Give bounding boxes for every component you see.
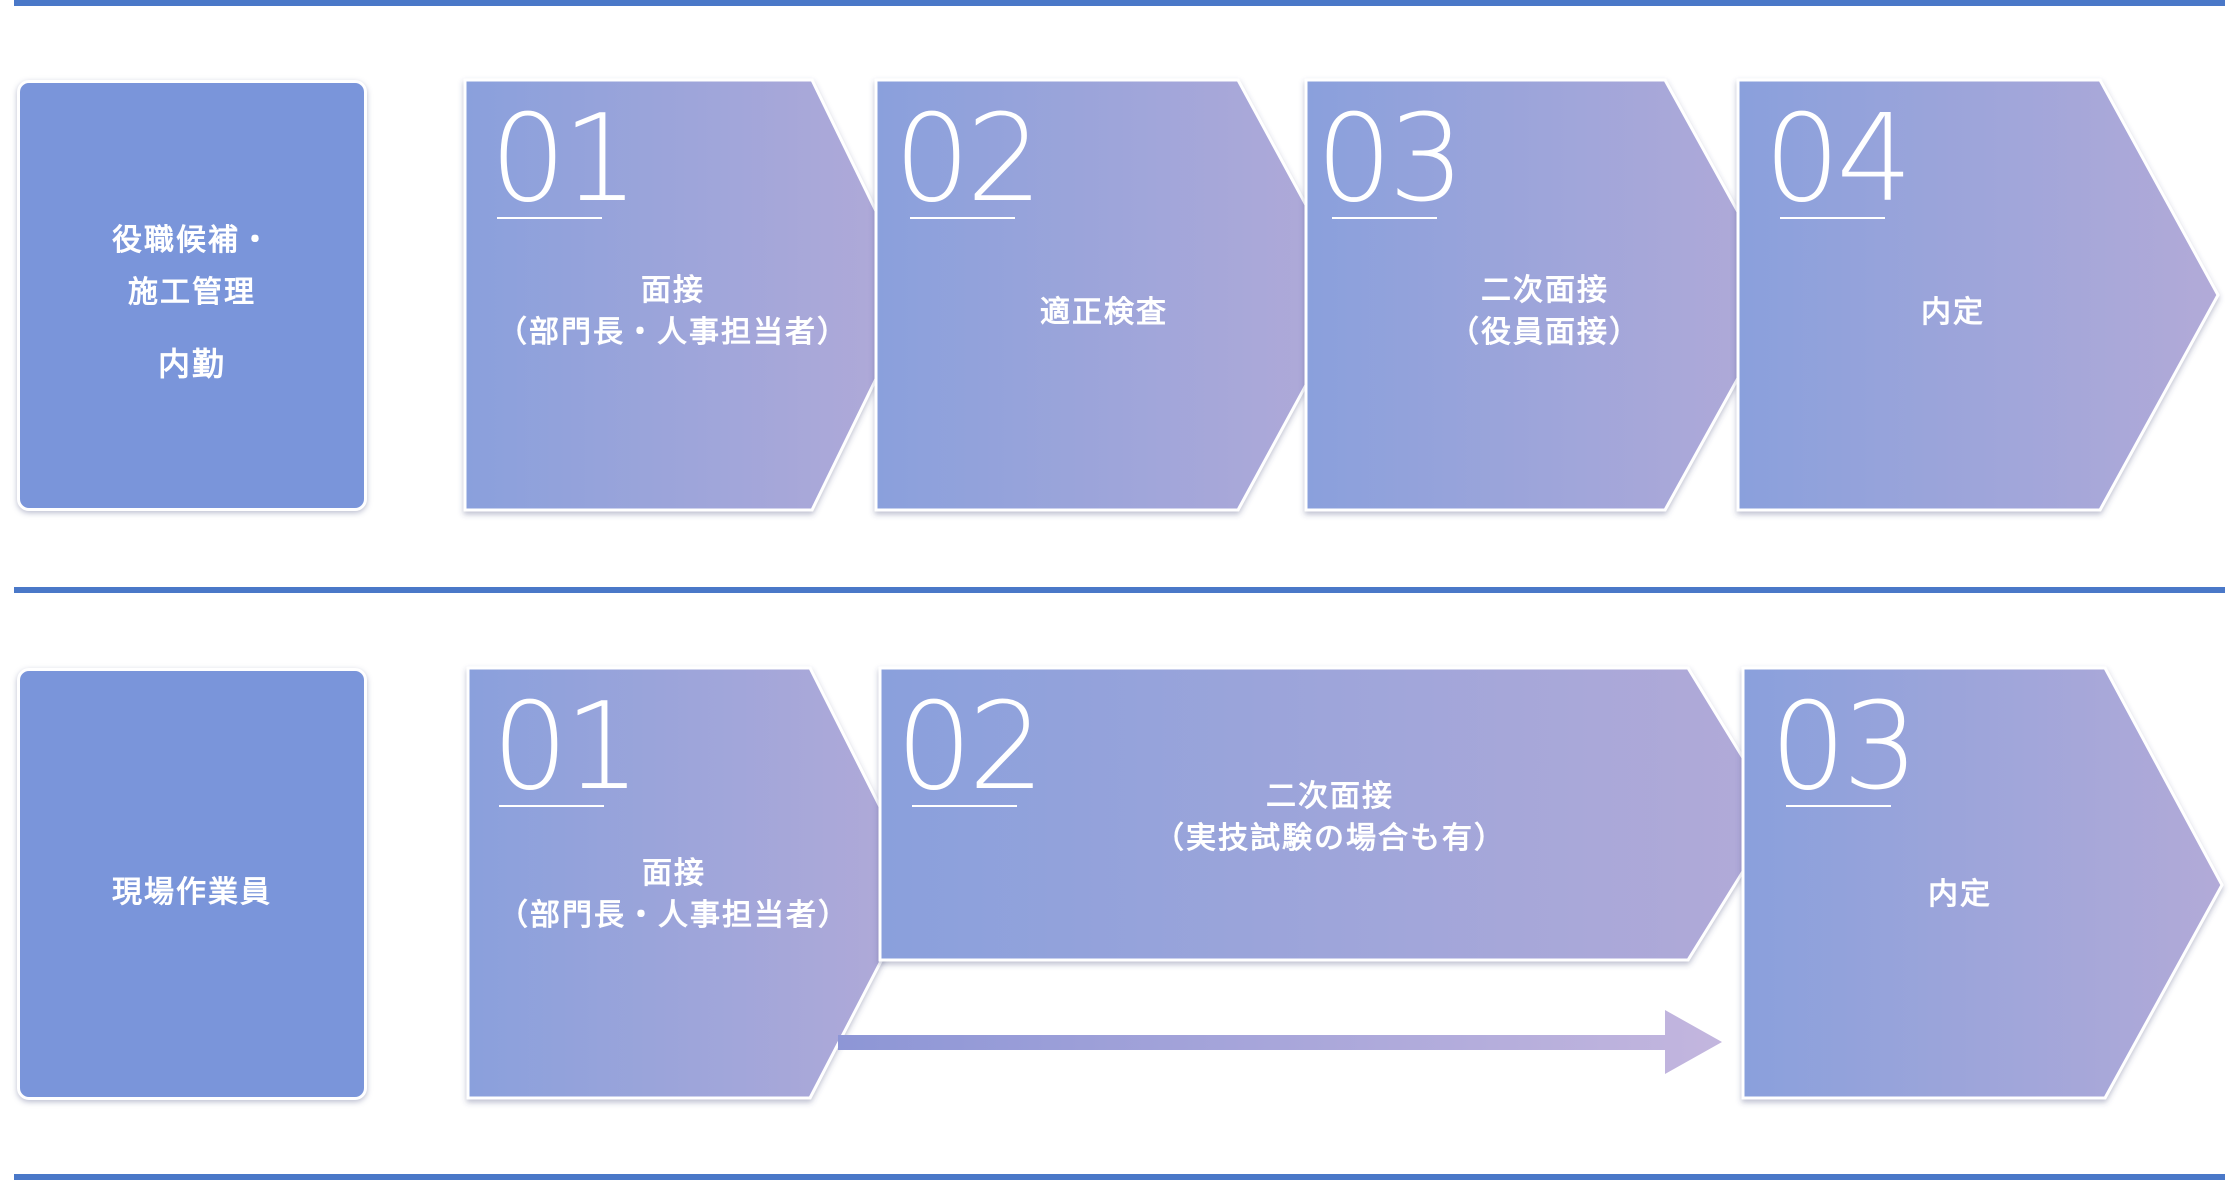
row2-step-01-number: 01 bbox=[492, 678, 637, 817]
row2-step-03: 03 内定 bbox=[1741, 666, 2224, 1100]
row1-category-box: 役職候補・ 施工管理 内勤 bbox=[17, 80, 367, 511]
row1-label-line1: 役職候補・ bbox=[112, 223, 272, 258]
row2-step-03-number: 03 bbox=[1770, 678, 1915, 817]
row2-step-01: 01 面接 （部門長・人事担当者） bbox=[466, 666, 922, 1100]
row2-step-02-line1: 二次面接 bbox=[1266, 779, 1394, 814]
row1-step-01: 01 面接 （部門長・人事担当者） bbox=[463, 78, 919, 512]
row1-step-04-line1: 内定 bbox=[1921, 295, 1985, 330]
bottom-rule bbox=[14, 1174, 2225, 1180]
row1-label-line3: 内勤 bbox=[157, 345, 226, 383]
row1-step-02: 02 適正検査 bbox=[874, 78, 1357, 512]
row1-step-03-line2: （役員面接） bbox=[1449, 315, 1641, 350]
row2-label: 現場作業員 bbox=[112, 875, 272, 910]
row1-step-03-number: 03 bbox=[1316, 90, 1461, 229]
row1-step-04: 04 内定 bbox=[1736, 78, 2220, 512]
row1-step-01-line2: （部門長・人事担当者） bbox=[497, 315, 849, 350]
middle-rule bbox=[14, 587, 2225, 593]
row2-step-01-line1: 面接 bbox=[642, 856, 706, 891]
row1-step-04-number: 04 bbox=[1764, 90, 1909, 229]
top-rule bbox=[14, 0, 2225, 6]
row2-category-box: 現場作業員 bbox=[17, 668, 367, 1100]
row2-step-03-line1: 内定 bbox=[1928, 877, 1992, 912]
row1-label-line2: 施工管理 bbox=[128, 275, 256, 310]
row1-step-03: 03 二次面接 （役員面接） bbox=[1304, 78, 1786, 512]
row1-step-01-number: 01 bbox=[490, 90, 635, 229]
row1-step-02-number: 02 bbox=[894, 90, 1039, 229]
row2-step-02-number: 02 bbox=[896, 678, 1041, 817]
row2-step-01-line2: （部門長・人事担当者） bbox=[498, 898, 850, 933]
row1-step-01-line1: 面接 bbox=[641, 273, 705, 308]
row2-step-02: 02 二次面接 （実技試験の場合も有） bbox=[878, 666, 1780, 962]
row1-step-03-line1: 二次面接 bbox=[1481, 273, 1609, 308]
row1-step-02-line1: 適正検査 bbox=[1040, 295, 1168, 330]
row2-skip-arrow bbox=[838, 1010, 1722, 1074]
row2-step-02-line2: （実技試験の場合も有） bbox=[1154, 821, 1506, 856]
